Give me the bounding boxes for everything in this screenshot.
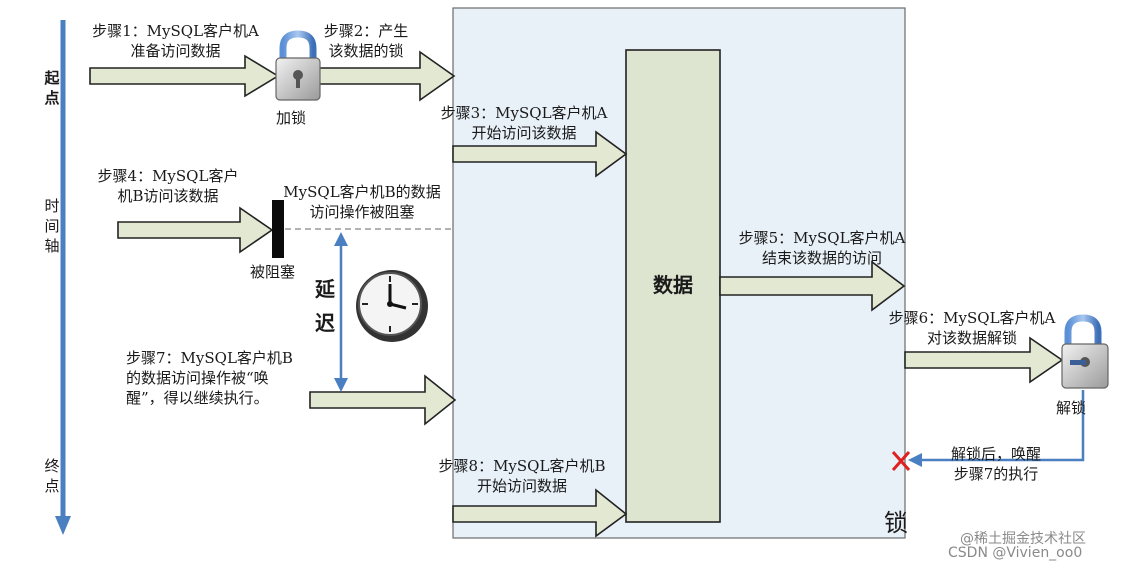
cancel-cross-icon [891, 451, 911, 471]
arrow-step7 [309, 374, 457, 426]
blocking-bar [272, 200, 284, 258]
step8-label: 步骤8：MySQL客户机B 开始访问数据 [438, 457, 606, 495]
step4-label: 步骤4：MySQL客户 机B访问该数据 [97, 167, 239, 205]
data-label: 数据 [653, 273, 693, 297]
timeline-start-label: 起 点 [44, 69, 60, 107]
wake-connector [918, 390, 1085, 462]
padlock-lock-icon [275, 30, 321, 101]
wake-connector-head [908, 453, 922, 467]
watermark-juejin: @稀土掘金技术社区 [960, 531, 1086, 547]
timeline-axis-label: 时 间 轴 [44, 197, 60, 255]
lock-region-label: 锁 [884, 509, 908, 537]
arrow-step8 [452, 488, 628, 538]
time-axis-arrowhead [55, 516, 71, 535]
arrow-step4 [117, 206, 274, 254]
delay-label: 延 迟 [315, 277, 335, 335]
step7-label: 步骤7：MySQL客户机B 的数据访问操作被“唤 醒”，得以继续执行。 [126, 349, 293, 407]
arrow-step6 [904, 336, 1064, 384]
step6-label: 步骤6：MySQL客户机A 对该数据解锁 [888, 309, 1056, 347]
blocked-note-label: MySQL客户机B的数据 访问操作被阻塞 [283, 183, 441, 221]
arrow-step3 [452, 130, 628, 178]
arrow-step1 [89, 54, 280, 98]
delay-arrow-top-head [334, 232, 348, 246]
wake-note-label: 解锁后，唤醒 步骤7的执行 [950, 445, 1041, 483]
watermark-csdn: CSDN @Vivien_oo0 [948, 545, 1083, 561]
step3-label: 步骤3：MySQL客户机A 开始访问该数据 [440, 104, 608, 142]
step1-label: 步骤1：MySQL客户机A 准备访问数据 [92, 22, 259, 60]
delay-arrow-bottom-head [334, 378, 348, 392]
timeline-end-label: 终 点 [44, 457, 60, 495]
step5-label: 步骤5：MySQL客户机A 结束该数据的访问 [738, 229, 906, 267]
arrow-step2 [317, 50, 456, 102]
padlock-unlock-icon [1061, 314, 1109, 389]
clock-icon [356, 270, 428, 342]
blocked-label: 被阻塞 [250, 263, 296, 281]
arrow-step5 [719, 260, 906, 312]
lock-label: 加锁 [276, 109, 307, 127]
step2-label: 步骤2：产生 该数据的锁 [323, 22, 409, 60]
data-box [625, 49, 721, 523]
unlock-label: 解锁 [1056, 399, 1087, 417]
